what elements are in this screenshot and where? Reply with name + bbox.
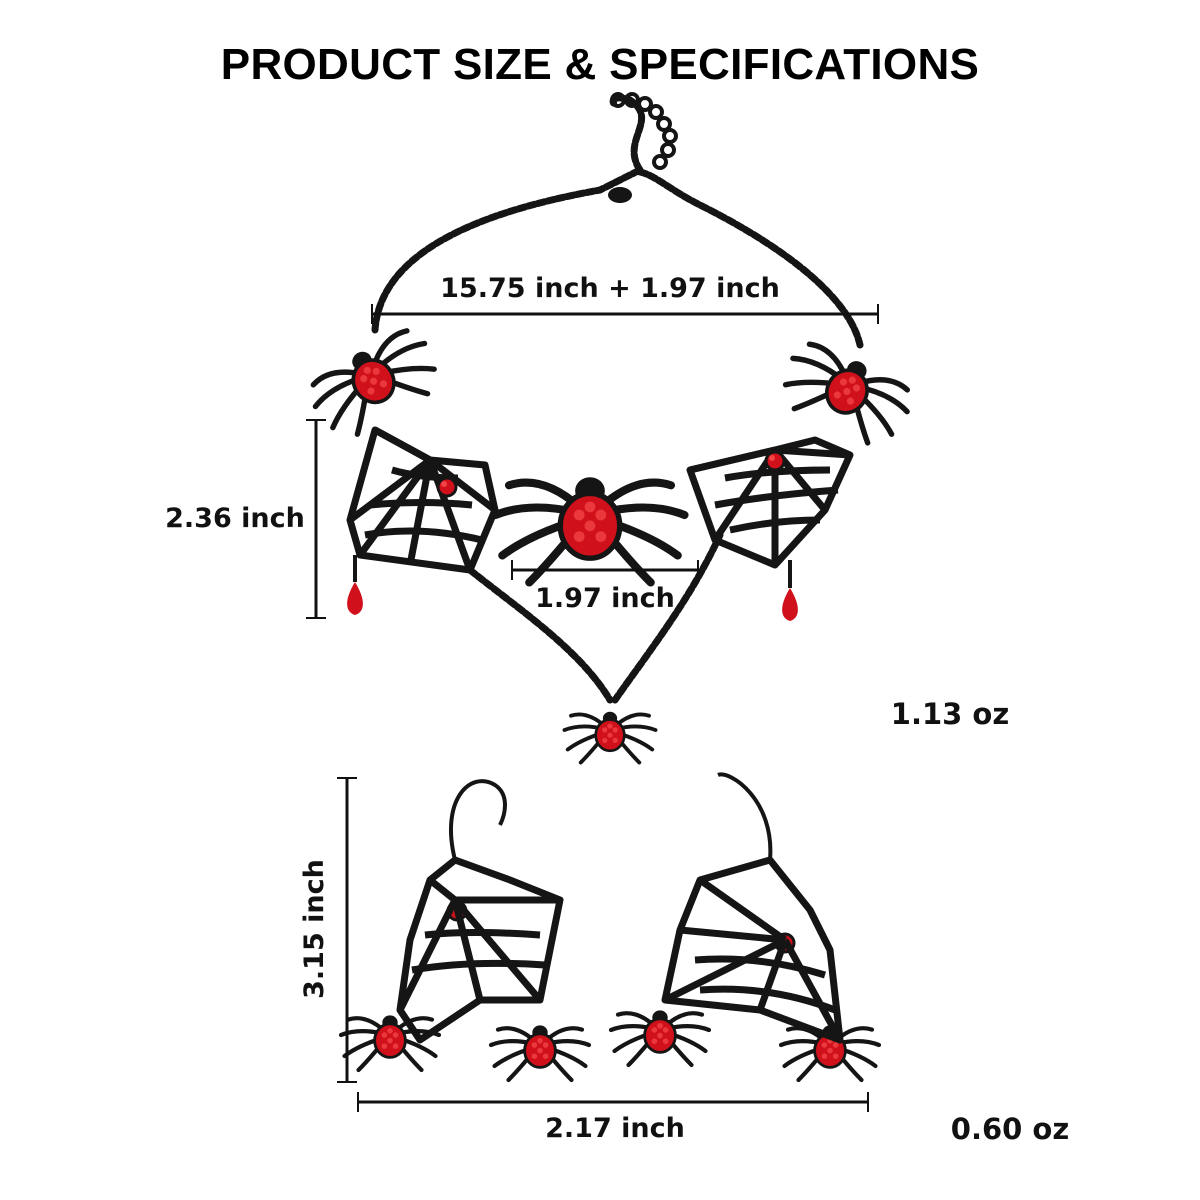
extender-chain: [610, 92, 678, 170]
spider-icon: [491, 477, 689, 587]
necklace-weight-label: 1.13 oz: [890, 697, 1010, 731]
pendant-width-label: 1.97 inch: [535, 583, 675, 614]
spider-icon: [338, 1015, 442, 1073]
earring-height-label: 3.15 inch: [299, 859, 330, 999]
earring-weight-label: 0.60 oz: [950, 1112, 1070, 1146]
spider-icon: [310, 328, 437, 437]
necklace-length-label: 15.75 inch + 1.97 inch: [440, 273, 780, 304]
gem-icon: [436, 476, 458, 498]
spider-web-icon: [661, 856, 844, 1044]
ear-hook-icon: [449, 772, 773, 861]
necklace-height-label: 2.36 inch: [165, 503, 305, 534]
gem-icon: [764, 450, 786, 472]
earring-width-label: 2.17 inch: [545, 1113, 685, 1144]
teardrop-gem-icon: [347, 555, 363, 615]
spider-icon: [782, 341, 911, 446]
spider-web-icon: [396, 856, 564, 1044]
page-title: PRODUCT SIZE & SPECIFICATIONS: [220, 40, 980, 89]
spider-web-icon: [346, 426, 499, 574]
spider-icon: [608, 1010, 712, 1068]
spider-icon: [562, 711, 658, 765]
lobster-clasp: [608, 187, 632, 203]
spider-icon: [488, 1025, 592, 1083]
teardrop-gem-icon: [782, 560, 798, 621]
spiders-layer: [310, 328, 911, 1083]
